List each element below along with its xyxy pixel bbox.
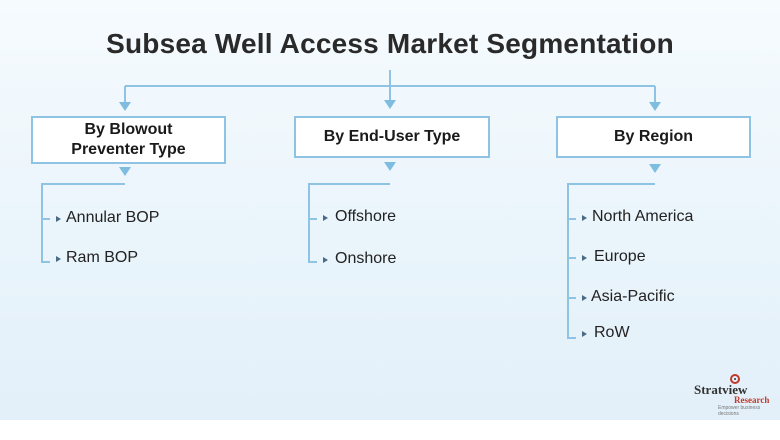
category-label: By End-User Type bbox=[323, 128, 461, 145]
bullet-icon bbox=[582, 331, 587, 337]
diagram-title: Subsea Well Access Market Segmentation bbox=[106, 28, 674, 59]
logo-tagline: Empower business decisions bbox=[718, 405, 761, 417]
list-item: Asia-Pacific bbox=[591, 288, 675, 305]
bullet-icon bbox=[56, 216, 61, 222]
logo-name: Stratview bbox=[694, 382, 748, 397]
bracket-2 bbox=[308, 183, 390, 263]
logo-sub: Research bbox=[734, 395, 770, 405]
target-icon bbox=[730, 374, 740, 384]
list-item: Annular BOP bbox=[66, 209, 160, 226]
list-item: North America bbox=[592, 208, 694, 225]
bullet-icon bbox=[582, 215, 587, 221]
drop-arrow-3 bbox=[649, 102, 661, 111]
drop-arrow-2 bbox=[384, 100, 396, 109]
box-arrow-1 bbox=[119, 167, 131, 176]
category-box-region: By Region bbox=[556, 116, 751, 158]
category-label: By Region bbox=[613, 128, 694, 145]
category-box-end-user: By End-User Type bbox=[294, 116, 490, 158]
stratview-logo: Stratview Research Empower business deci… bbox=[690, 372, 776, 417]
bullet-icon bbox=[56, 256, 61, 262]
list-item: Offshore bbox=[335, 208, 397, 225]
bullet-icon bbox=[323, 215, 328, 221]
category-box-blowout-preventer: By Blowout Preventer Type bbox=[31, 116, 226, 164]
bullet-icon bbox=[582, 295, 587, 301]
bullet-icon bbox=[323, 257, 328, 263]
box-arrow-3 bbox=[649, 164, 661, 173]
drop-arrow-1 bbox=[119, 102, 131, 111]
connector-lines bbox=[41, 70, 661, 339]
list-item: RoW bbox=[594, 324, 630, 341]
list-item: Europe bbox=[594, 248, 646, 265]
list-item: Onshore bbox=[335, 250, 397, 267]
list-item: Ram BOP bbox=[66, 249, 139, 266]
bullet-icon bbox=[582, 255, 587, 261]
bracket-3 bbox=[567, 183, 655, 339]
category-label: By Blowout Preventer Type bbox=[71, 121, 186, 158]
bracket-1 bbox=[41, 183, 125, 263]
box-arrow-2 bbox=[384, 162, 396, 171]
